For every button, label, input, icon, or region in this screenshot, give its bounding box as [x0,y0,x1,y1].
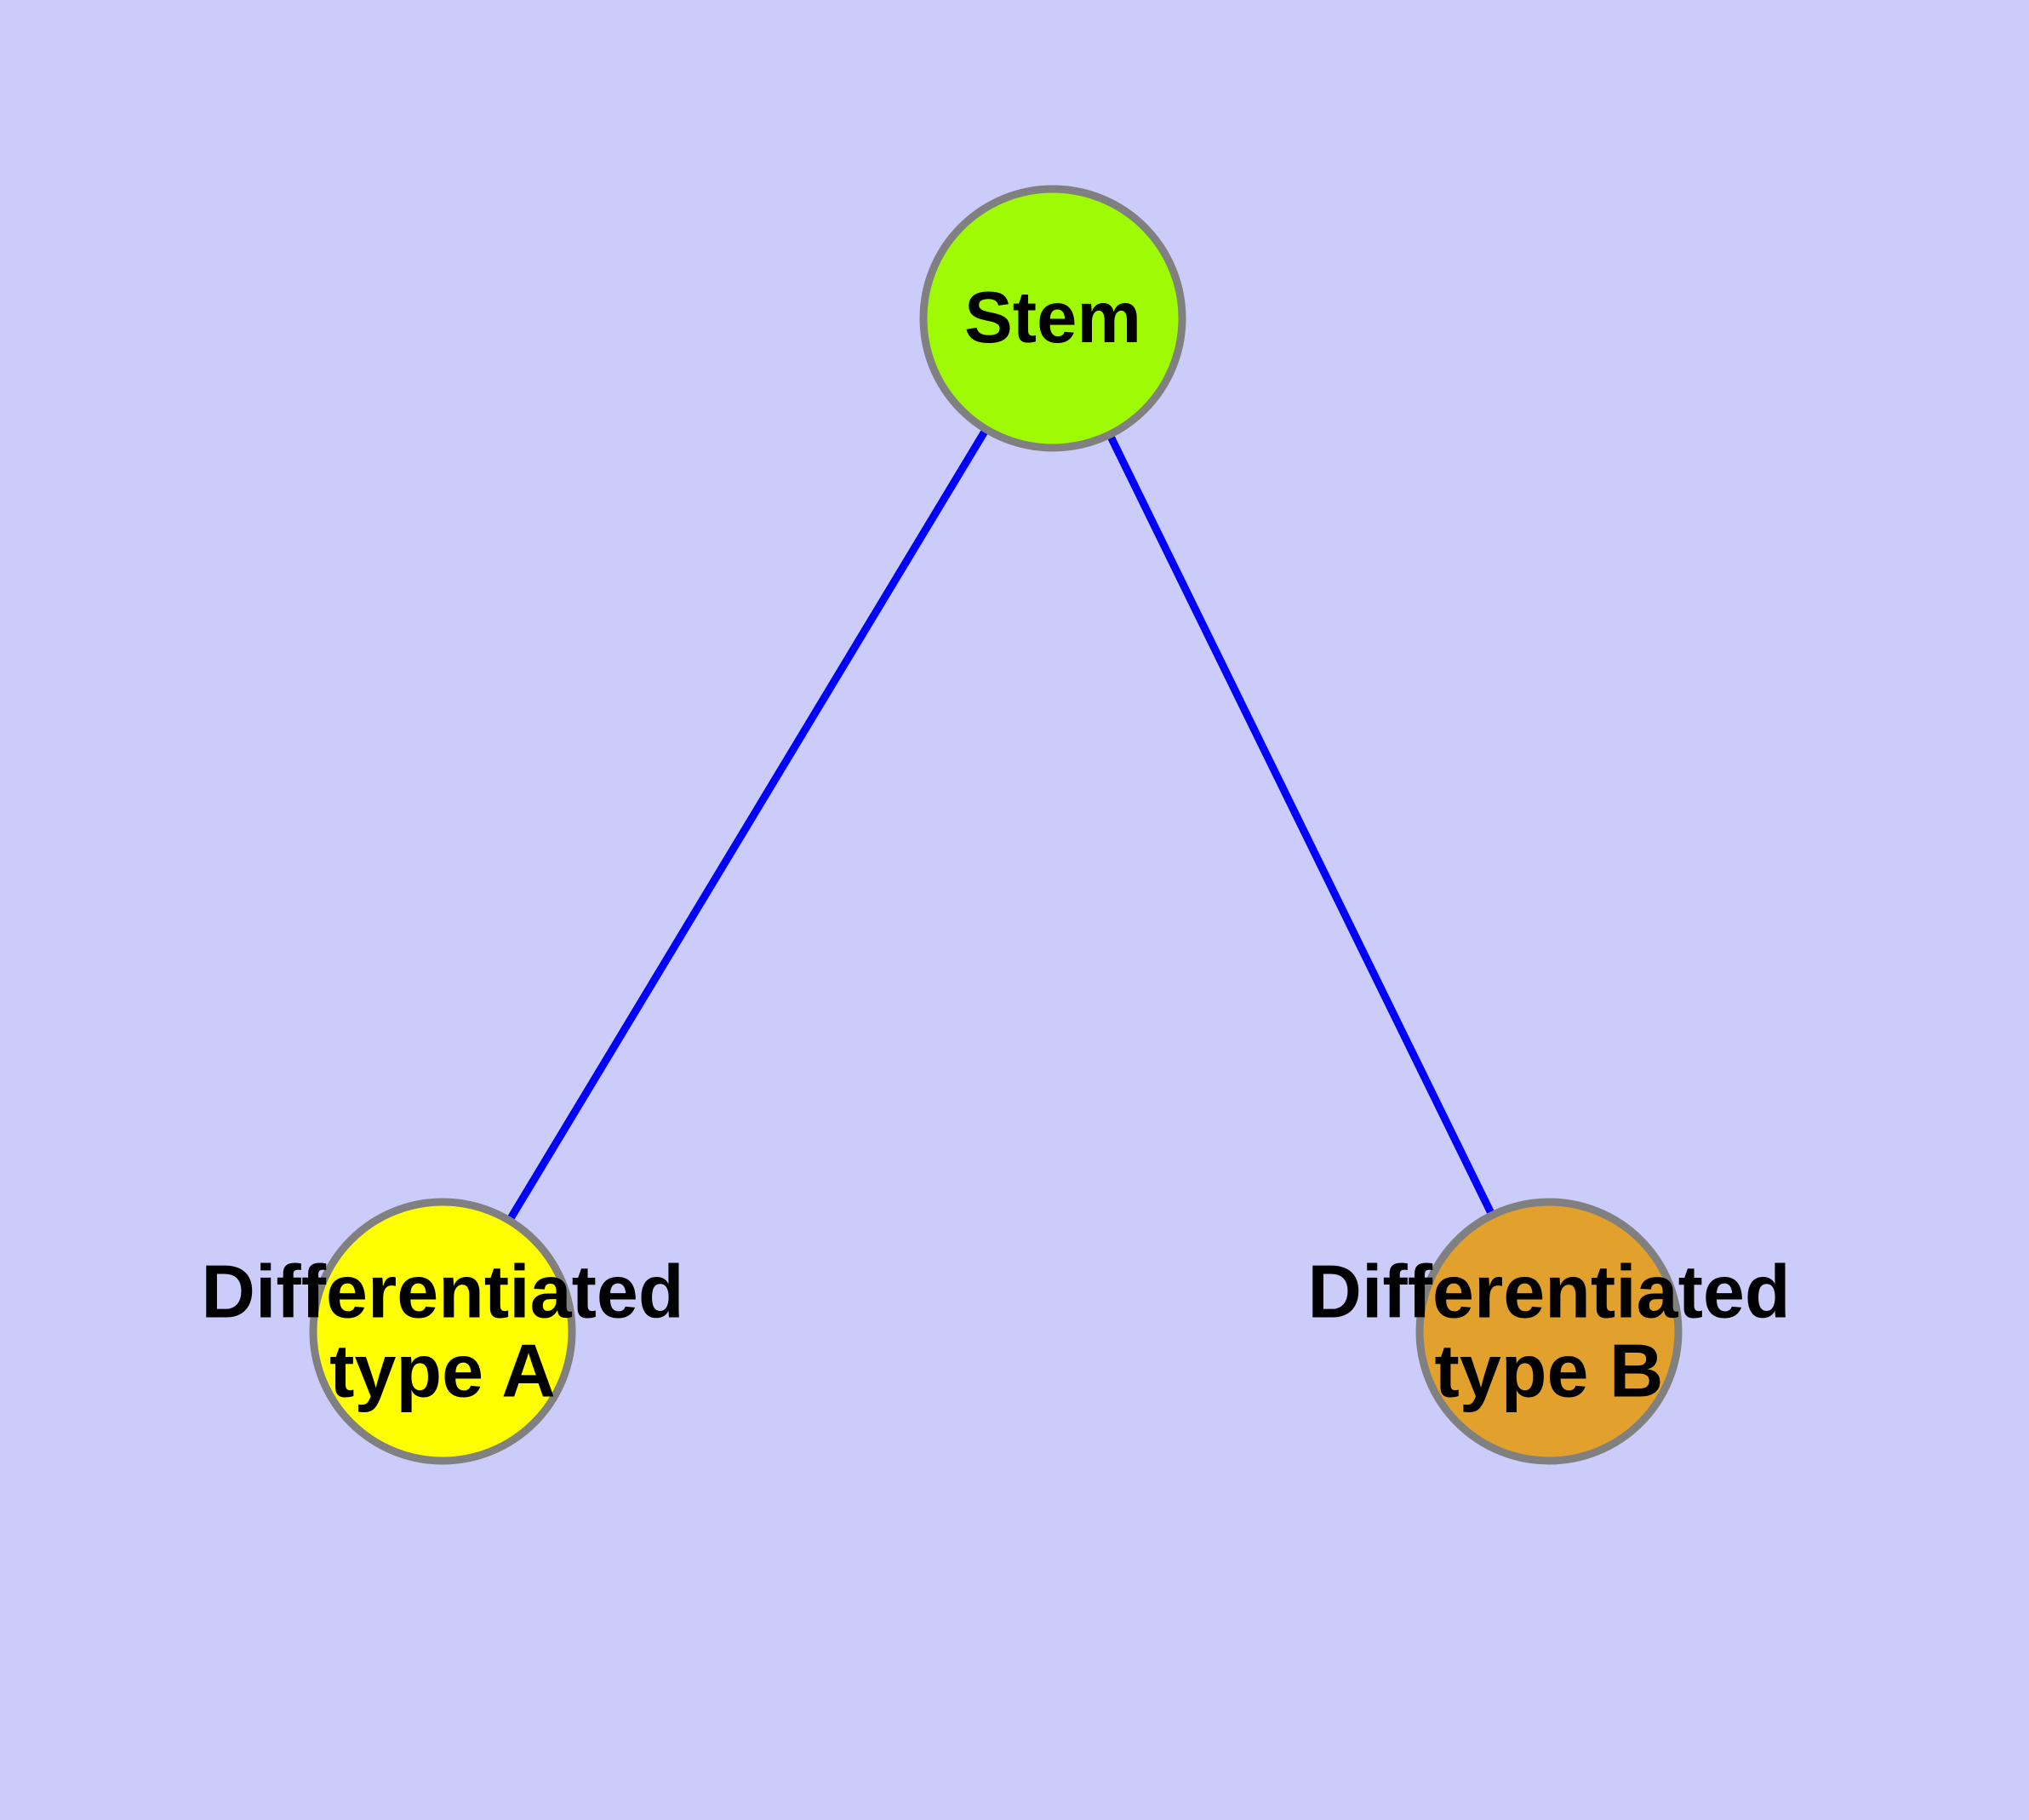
edge-stem-to-type-a[interactable] [506,426,990,1223]
node-circle-type-a[interactable] [309,1198,576,1465]
edge-stem-to-type-b[interactable] [1106,432,1496,1217]
edge-layer [506,426,1496,1223]
node-circle-stem[interactable] [919,185,1186,452]
node-layer [309,185,1683,1465]
node-circle-type-b[interactable] [1415,1198,1683,1465]
